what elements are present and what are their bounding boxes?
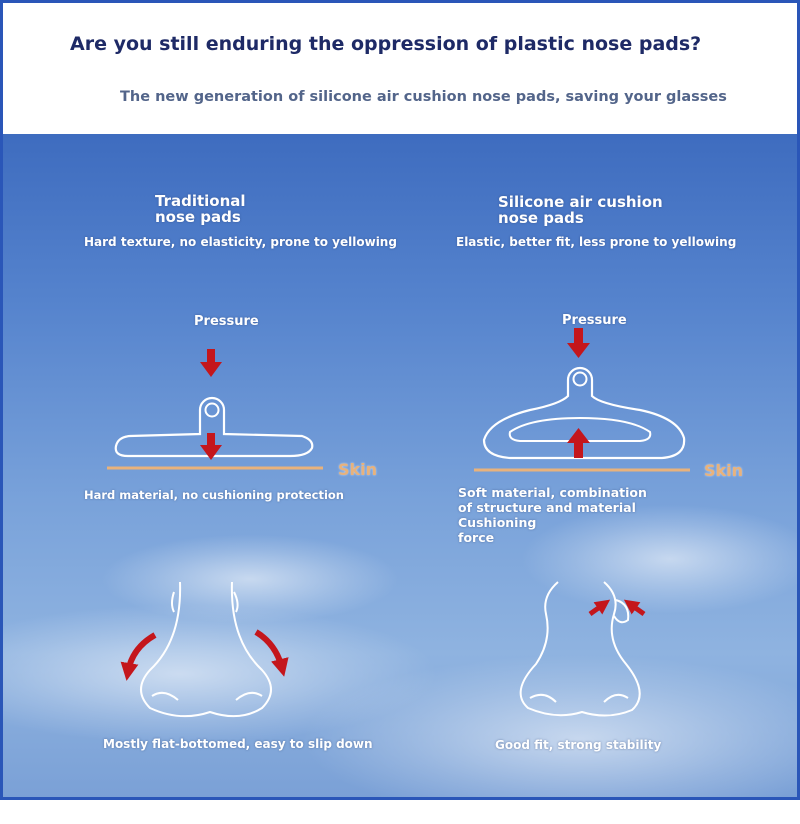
header-banner: Are you still enduring the oppression of… — [0, 0, 800, 134]
grip-arrows-right — [588, 599, 646, 617]
pressure-arrow-left — [200, 349, 222, 460]
traditional-caption: Hard material, no cushioning protection — [84, 488, 344, 502]
silicone-pad-air-cushion — [508, 416, 652, 442]
silicone-nose-caption: Good fit, strong stability — [495, 738, 662, 752]
skin-label-left: Skin — [338, 460, 378, 479]
sky-background — [0, 134, 800, 824]
nose-right-illustration — [519, 581, 641, 717]
traditional-pad-shape — [114, 396, 314, 458]
pressure-arrow-right — [567, 328, 590, 358]
traditional-features: Hard texture, no elasticity, prone to ye… — [84, 235, 397, 249]
skin-label-right: Skin — [704, 461, 744, 480]
silicone-pad-hole — [572, 371, 588, 387]
silicone-pad-illustration — [474, 328, 690, 472]
traditional-pad-illustration — [107, 349, 323, 470]
pressure-label-right: Pressure — [562, 313, 627, 328]
traditional-heading: Traditional nose pads — [155, 192, 246, 226]
page-title: Are you still enduring the oppression of… — [70, 33, 702, 55]
nose-left-illustration — [140, 581, 272, 718]
pressure-label-left: Pressure — [194, 314, 259, 329]
cushioning-force-label: Cushioning force — [458, 515, 537, 545]
silicone-heading: Silicone air cushion nose pads — [498, 193, 663, 227]
slip-arrows-left — [120, 629, 289, 681]
diagram-artwork — [107, 328, 690, 718]
silicone-caption: Soft material, combination of structure … — [458, 485, 647, 515]
silicone-features: Elastic, better fit, less prone to yello… — [456, 235, 737, 249]
traditional-nose-caption: Mostly flat-bottomed, easy to slip down — [103, 737, 373, 751]
traditional-pad-hole — [204, 402, 220, 418]
cushioning-force-arrow — [567, 428, 590, 458]
silicone-pad-shape — [482, 366, 686, 460]
page-subtitle: The new generation of silicone air cushi… — [120, 89, 727, 105]
